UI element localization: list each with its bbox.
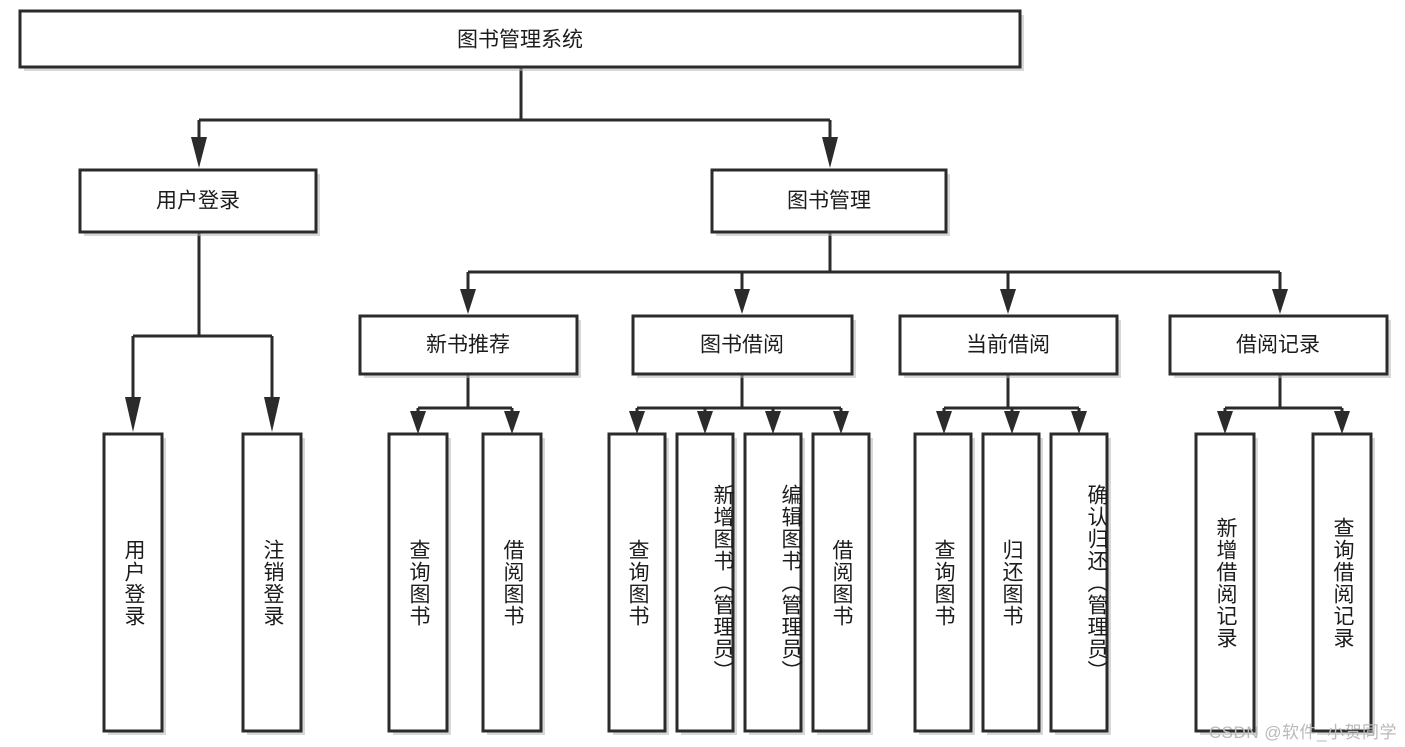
node-borrow-record[interactable]: 借阅记录 xyxy=(1168,314,1391,378)
leaf-br-0-box[interactable] xyxy=(1194,432,1256,733)
leaf-br-1-box[interactable] xyxy=(1311,432,1373,733)
leaf-node-new-book-recommend-0[interactable] xyxy=(387,432,451,735)
arrow-head-bb-leaf-0 xyxy=(629,411,645,434)
connector-group-root xyxy=(191,68,838,168)
leaf-node-current-borrow-2[interactable] xyxy=(1049,432,1111,735)
node-borrow-record-label: 借阅记录 xyxy=(1236,334,1320,357)
connector-group-user-login xyxy=(125,233,280,432)
connector-group-borrow-record xyxy=(1217,375,1350,434)
arrow-head-br-leaf-0 xyxy=(1217,411,1233,434)
leaf-node-book-borrow-3[interactable] xyxy=(811,432,873,735)
leaf-cb-1-box[interactable] xyxy=(981,432,1041,733)
leaf-user-login-1-box[interactable] xyxy=(241,432,303,733)
arrow-head-bb-leaf-2 xyxy=(765,411,781,434)
arrow-head-cb-leaf-2 xyxy=(1071,411,1087,434)
leaf-bb-1-box[interactable] xyxy=(675,432,735,733)
leaf-node-current-borrow-0[interactable] xyxy=(913,432,975,735)
leaf-node-user-login-0[interactable] xyxy=(102,432,166,735)
node-new-book-recommend-label: 新书推荐 xyxy=(426,334,510,357)
leaf-nbr-0-box[interactable] xyxy=(387,432,449,733)
connector-group-book-mgmt xyxy=(460,233,1288,314)
node-borrow-record-box[interactable] xyxy=(1168,314,1389,376)
arrow-head-cb-leaf-0 xyxy=(936,411,952,434)
arrow-head-leaf-user-login-1 xyxy=(264,397,280,432)
node-user-login[interactable]: 用户登录 xyxy=(78,168,320,236)
arrow-head-leaf-user-login-0 xyxy=(125,397,141,432)
leaf-user-login-0-box[interactable] xyxy=(102,432,164,733)
leaf-node-new-book-recommend-1[interactable] xyxy=(481,432,545,735)
leaf-bb-0-box[interactable] xyxy=(607,432,667,733)
node-current-borrow[interactable]: 当前借阅 xyxy=(898,314,1121,378)
leaf-node-borrow-record-0[interactable] xyxy=(1194,432,1258,735)
node-current-borrow-box[interactable] xyxy=(898,314,1119,376)
leaf-node-user-login-1[interactable] xyxy=(241,432,305,735)
arrow-head-br-leaf-1 xyxy=(1334,411,1350,434)
leaf-node-book-borrow-0[interactable] xyxy=(607,432,669,735)
connector-group-new-book-recommend xyxy=(410,375,520,434)
node-book-borrow-box[interactable] xyxy=(631,314,854,376)
node-user-login-label: 用户登录 xyxy=(156,190,240,213)
leaf-cb-2-box[interactable] xyxy=(1049,432,1109,733)
arrow-head-l3-0 xyxy=(460,289,476,314)
leaf-node-book-borrow-2[interactable] xyxy=(743,432,805,735)
arrow-head-nbr-leaf-0 xyxy=(410,411,426,434)
arrow-head-bb-leaf-1 xyxy=(697,411,713,434)
arrow-head-cb-leaf-1 xyxy=(1004,411,1020,434)
arrow-head-bb-leaf-3 xyxy=(833,411,849,434)
node-book-management-box[interactable] xyxy=(710,168,948,234)
leaf-bb-3-box[interactable] xyxy=(811,432,871,733)
leaf-cb-0-box[interactable] xyxy=(913,432,973,733)
node-root[interactable]: 图书管理系统 xyxy=(18,9,1024,71)
arrow-head-l3-1 xyxy=(734,289,750,314)
node-new-book-recommend[interactable]: 新书推荐 xyxy=(358,314,581,378)
node-book-management-label: 图书管理 xyxy=(787,190,871,213)
leaf-bb-2-box[interactable] xyxy=(743,432,803,733)
node-current-borrow-label: 当前借阅 xyxy=(966,334,1050,357)
connector-group-book-borrow xyxy=(629,375,849,434)
leaf-node-current-borrow-1[interactable] xyxy=(981,432,1043,735)
arrow-head-l3-2 xyxy=(1000,289,1016,314)
arrow-head-book-mgmt xyxy=(822,137,838,168)
leaf-nbr-1-box[interactable] xyxy=(481,432,543,733)
leaf-node-borrow-record-1[interactable] xyxy=(1311,432,1375,735)
leaf-node-book-borrow-1[interactable] xyxy=(675,432,737,735)
node-book-management[interactable]: 图书管理 xyxy=(710,168,950,236)
node-root-box[interactable] xyxy=(18,9,1022,69)
arrow-head-nbr-leaf-1 xyxy=(504,411,520,434)
node-book-borrow-label: 图书借阅 xyxy=(700,334,784,357)
node-book-borrow[interactable]: 图书借阅 xyxy=(631,314,856,378)
connector-group-current-borrow xyxy=(936,375,1087,434)
watermark-text: CSDN @软件_小贺同学 xyxy=(1208,723,1397,742)
arrow-head-l3-3 xyxy=(1272,289,1288,314)
node-new-book-recommend-box[interactable] xyxy=(358,314,579,376)
node-root-label: 图书管理系统 xyxy=(457,29,583,52)
arrow-head-user-login xyxy=(191,137,207,168)
node-user-login-box[interactable] xyxy=(78,168,318,234)
